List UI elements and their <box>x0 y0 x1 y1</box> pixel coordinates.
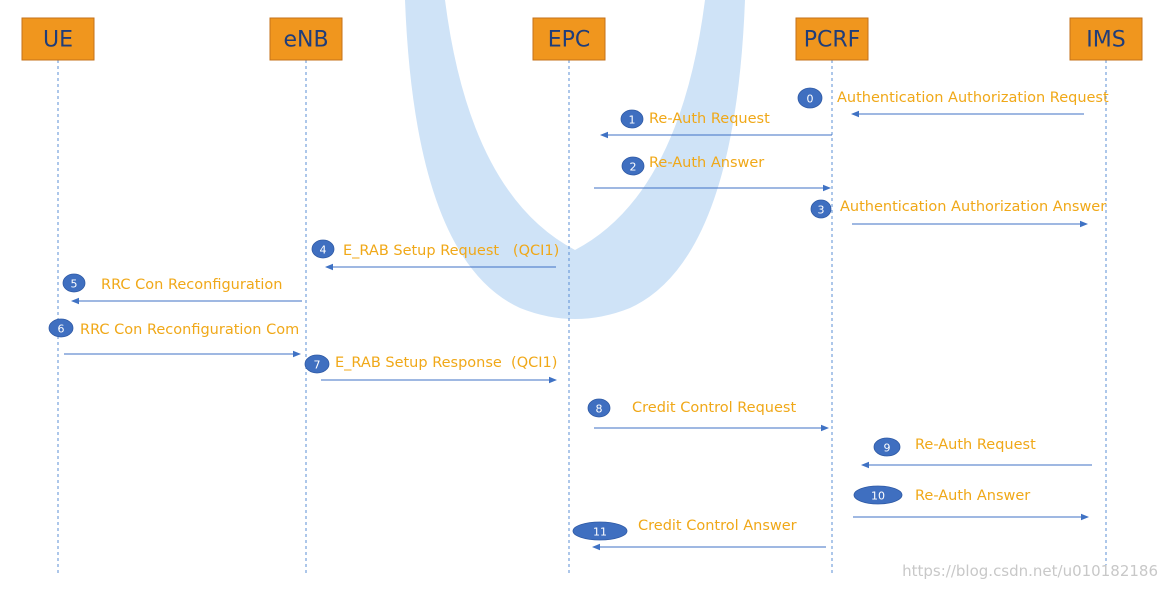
participant-label-ims: IMS <box>1086 28 1125 53</box>
step-badge-2 <box>621 156 645 176</box>
step-badge-3 <box>810 199 832 219</box>
step-number-9: 9 <box>884 442 891 455</box>
participant-box-pcrf <box>795 17 869 61</box>
participant-box-enb <box>269 17 343 61</box>
message-8: 8 Credit Control Request <box>587 398 829 432</box>
message-label-4: E_RAB Setup Request (QCI1) <box>343 243 559 259</box>
message-9: 9 Re-Auth Request <box>861 437 1092 469</box>
participant-box-ims <box>1069 17 1143 61</box>
message-label-9: Re-Auth Request <box>915 437 1036 453</box>
message-label-5: RRC Con Reconfiguration <box>101 277 282 293</box>
step-badge-5 <box>62 273 86 293</box>
participant-ims: IMS <box>1069 17 1143 61</box>
message-1: 1 Re-Auth Request <box>600 109 832 139</box>
message-4: 4 E_RAB Setup Request (QCI1) <box>311 239 559 271</box>
step-number-7: 7 <box>314 359 321 372</box>
watermark-logo <box>405 0 745 319</box>
step-number-4: 4 <box>320 244 327 257</box>
message-label-6: RRC Con Reconfiguration Com <box>80 322 299 338</box>
step-number-11: 11 <box>593 526 607 539</box>
step-number-0: 0 <box>807 93 814 106</box>
step-badge-1 <box>620 109 644 129</box>
message-6: 6 RRC Con Reconfiguration Com <box>48 318 301 358</box>
message-11: 11 Credit Control Answer <box>572 518 826 551</box>
step-number-10: 10 <box>871 490 885 503</box>
step-number-2: 2 <box>630 161 637 174</box>
step-number-3: 3 <box>818 204 825 217</box>
message-5: 5 RRC Con Reconfiguration <box>62 273 302 305</box>
participant-ue: UE <box>21 17 95 61</box>
message-label-2: Re-Auth Answer <box>649 155 764 171</box>
participant-label-enb: eNB <box>283 28 328 53</box>
message-10: 10 Re-Auth Answer <box>853 485 1089 521</box>
step-badge-7 <box>304 354 330 374</box>
message-label-7: E_RAB Setup Response (QCI1) <box>335 355 557 371</box>
message-0: 0 Authentication Authorization Request <box>797 87 1109 118</box>
step-number-1: 1 <box>629 114 636 127</box>
participant-label-pcrf: PCRF <box>804 28 861 53</box>
message-label-10: Re-Auth Answer <box>915 488 1030 504</box>
message-label-8: Credit Control Request <box>632 400 796 416</box>
step-number-6: 6 <box>58 323 65 336</box>
step-badge-10 <box>853 485 903 505</box>
watermark-logo-shape <box>405 0 745 319</box>
step-badge-9 <box>873 437 901 457</box>
participant-box-ue <box>21 17 95 61</box>
participant-epc: EPC <box>532 17 606 61</box>
participant-pcrf: PCRF <box>795 17 869 61</box>
participant-label-epc: EPC <box>548 28 591 53</box>
message-label-11: Credit Control Answer <box>638 518 797 534</box>
message-7: 7 E_RAB Setup Response (QCI1) <box>304 354 557 384</box>
watermark-text: https://blog.csdn.net/u010182186 <box>902 562 1158 580</box>
message-label-0: Authentication Authorization Request <box>837 90 1109 106</box>
participant-box-epc <box>532 17 606 61</box>
step-badge-4 <box>311 239 335 259</box>
participants: UE eNB EPC PCRF IMS <box>21 17 1143 61</box>
step-badge-0 <box>797 87 823 109</box>
message-label-3: Authentication Authorization Answer <box>840 199 1106 215</box>
step-badge-6 <box>48 318 74 338</box>
participant-label-ue: UE <box>43 28 73 53</box>
message-2: 2 Re-Auth Answer <box>594 155 831 192</box>
message-label-1: Re-Auth Request <box>649 111 770 127</box>
lifelines <box>57 60 1107 576</box>
step-number-5: 5 <box>71 278 78 291</box>
step-badge-11 <box>572 521 628 541</box>
participant-enb: eNB <box>269 17 343 61</box>
message-3: 3 Authentication Authorization Answer <box>810 199 1106 228</box>
step-badge-8 <box>587 398 611 418</box>
step-number-8: 8 <box>596 403 603 416</box>
